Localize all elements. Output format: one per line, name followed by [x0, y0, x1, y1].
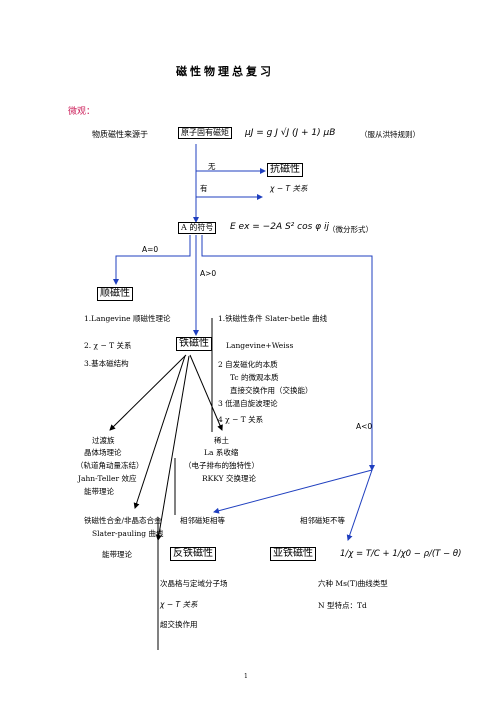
moment-equal: 相邻磁矩相等	[180, 516, 225, 525]
source-prefix: 物质磁性来源于	[92, 130, 148, 139]
moment-unequal: 相邻磁矩不等	[300, 516, 345, 525]
ferro-item-4: Tc 的微观本质	[230, 373, 279, 382]
chi-t-relation-top: χ − T 关系	[270, 184, 308, 193]
section-label: 微观：	[68, 107, 96, 117]
band-theory: 能带理论	[102, 550, 132, 559]
ferrimagnetism-box: 亚铁磁性	[270, 547, 316, 561]
connector-to-antiferro-black	[155, 355, 190, 541]
ferromagnetism-box: 铁磁性	[176, 337, 212, 351]
transition-item-3: Jahn-Teller 效应	[78, 474, 137, 483]
rare-earth-item-1: La 系收缩	[204, 448, 239, 457]
connector-to-paramagnetism	[113, 235, 191, 285]
diamagnetism-box: 抗磁性	[267, 163, 303, 177]
fi-item-2: N 型特点：Td	[318, 601, 367, 610]
a-gt-0-label: A>0	[200, 269, 217, 278]
fi-item-1: 六种 Ms(T)曲线类型	[318, 579, 388, 588]
ferro-item-2: Langevine+Weiss	[226, 341, 294, 350]
page-title: 磁性物理总复习	[176, 65, 274, 78]
ferro-item-3: 2 自发磁化的本质	[218, 360, 278, 369]
ferro-item-1: 1.铁磁性条件 Slater-betle 曲线	[218, 314, 328, 323]
afm-item-3: 超交换作用	[160, 620, 198, 629]
source-formula: μJ = g J √J (J + 1) μB	[245, 128, 336, 138]
para-item-3: 3.基本磁结构	[84, 359, 129, 368]
connector-to-rare-earth	[189, 354, 223, 431]
transition-item-1: 晶体场理论	[84, 448, 122, 457]
branch-has: 有	[200, 184, 208, 193]
exchange-energy-formula: E ex = −2A S² cos φ ij	[230, 222, 329, 232]
connector-to-transition	[109, 354, 187, 431]
page-number: 1	[244, 673, 248, 680]
paramagnetism-box: 顺磁性	[97, 287, 133, 301]
afm-item-2: χ − T 关系	[160, 600, 198, 609]
source-note: （服从洪特规则）	[360, 130, 420, 139]
branch-none: 无	[208, 162, 216, 171]
rare-earth-item-2: （电子排布的独特性）	[184, 461, 259, 470]
connector-to-antiferro	[213, 469, 373, 514]
para-item-1: 1.Langevine 顺磁性理论	[84, 314, 171, 323]
alloy-item-1: Slater-pauling 曲线	[92, 529, 164, 538]
afm-item-1: 次晶格与定域分子场	[160, 579, 228, 588]
connector-to-alloy	[133, 355, 186, 509]
a-sign-box: A 的符号	[178, 222, 217, 234]
para-item-2: 2. χ − T 关系	[84, 341, 132, 350]
a-eq-0-label: A=0	[142, 245, 159, 254]
connector-to-ferrimagnetic	[346, 469, 373, 541]
ferro-item-6: 3 低温自旋波理论	[218, 399, 278, 408]
transition-title: 过渡族	[92, 436, 115, 445]
ferro-item-7: 4 χ − T 关系	[218, 415, 264, 424]
a-sign-note: （微分形式）	[328, 225, 373, 234]
transition-item-2: （轨道角动量冻结）	[76, 461, 144, 470]
rare-earth-item-3: RKKY 交换理论	[202, 474, 256, 483]
alloy-title: 铁磁性合金/非晶态合金	[84, 516, 162, 525]
transition-item-4: 能带理论	[84, 487, 114, 496]
connector-a-lt-0	[201, 235, 375, 471]
ferro-item-5: 直接交换作用（交换能）	[230, 386, 313, 395]
rare-earth-title: 稀土	[214, 436, 229, 445]
antiferromagnetism-box: 反铁磁性	[170, 547, 216, 561]
source-box: 原子固有磁矩	[178, 127, 232, 139]
a-lt-0-label: A<0	[356, 422, 373, 431]
ferrimagnetism-formula: 1/χ = T/C + 1/χ0 − ρ/(T − θ)	[340, 549, 462, 559]
